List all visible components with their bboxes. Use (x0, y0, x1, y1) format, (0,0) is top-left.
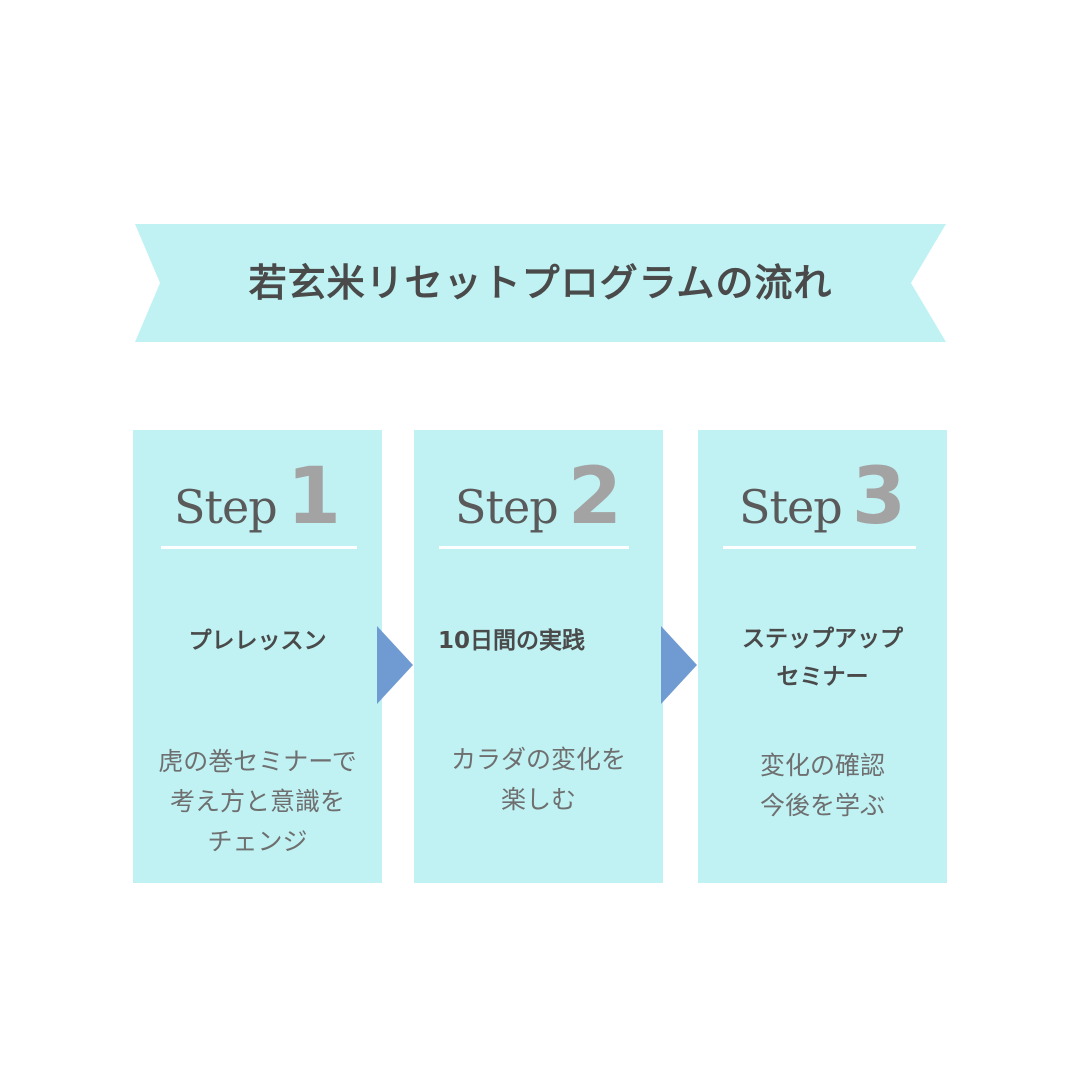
step-word: Step (174, 480, 278, 534)
step-description: カラダの変化を 楽しむ (414, 740, 663, 820)
page-title: 若玄米リセットプログラムの流れ (248, 261, 833, 305)
triangle-arrow-right-icon (377, 626, 413, 704)
step-title-line: セミナー (776, 664, 869, 690)
step-desc-line: 虎の巻セミナーで (158, 747, 357, 776)
step-desc-line: 楽しむ (500, 785, 576, 814)
step-description: 虎の巻セミナーで 考え方と意識を チェンジ (133, 742, 382, 862)
step-desc-line: 今後を学ぶ (759, 791, 885, 820)
step-word: Step (455, 480, 559, 534)
step-desc-line: カラダの変化を (450, 745, 626, 774)
step-number: 2 (567, 452, 622, 542)
step-number: 1 (286, 452, 341, 542)
step-desc-line: 考え方と意識を (169, 787, 345, 816)
step-title-line: ステップアップ (742, 626, 903, 652)
divider-line (161, 546, 357, 549)
step-word: Step (739, 480, 843, 534)
step-description: 変化の確認 今後を学ぶ (698, 746, 947, 826)
triangle-arrow-right-icon (661, 626, 697, 704)
step-title-line: 10日間の実践 (438, 628, 586, 654)
step-number: 3 (851, 452, 906, 542)
step-desc-line: チェンジ (207, 827, 308, 856)
title-banner: 若玄米リセットプログラムの流れ (135, 224, 946, 342)
divider-line (723, 546, 916, 549)
step-title: プレレッスン (133, 622, 382, 660)
ribbon-shape (135, 224, 946, 342)
step-desc-line: 変化の確認 (759, 751, 885, 780)
step-title-line: プレレッスン (188, 628, 327, 654)
step-title: ステップアップ セミナー (698, 620, 947, 696)
step-title: 10日間の実践 (438, 622, 585, 660)
divider-line (439, 546, 629, 549)
